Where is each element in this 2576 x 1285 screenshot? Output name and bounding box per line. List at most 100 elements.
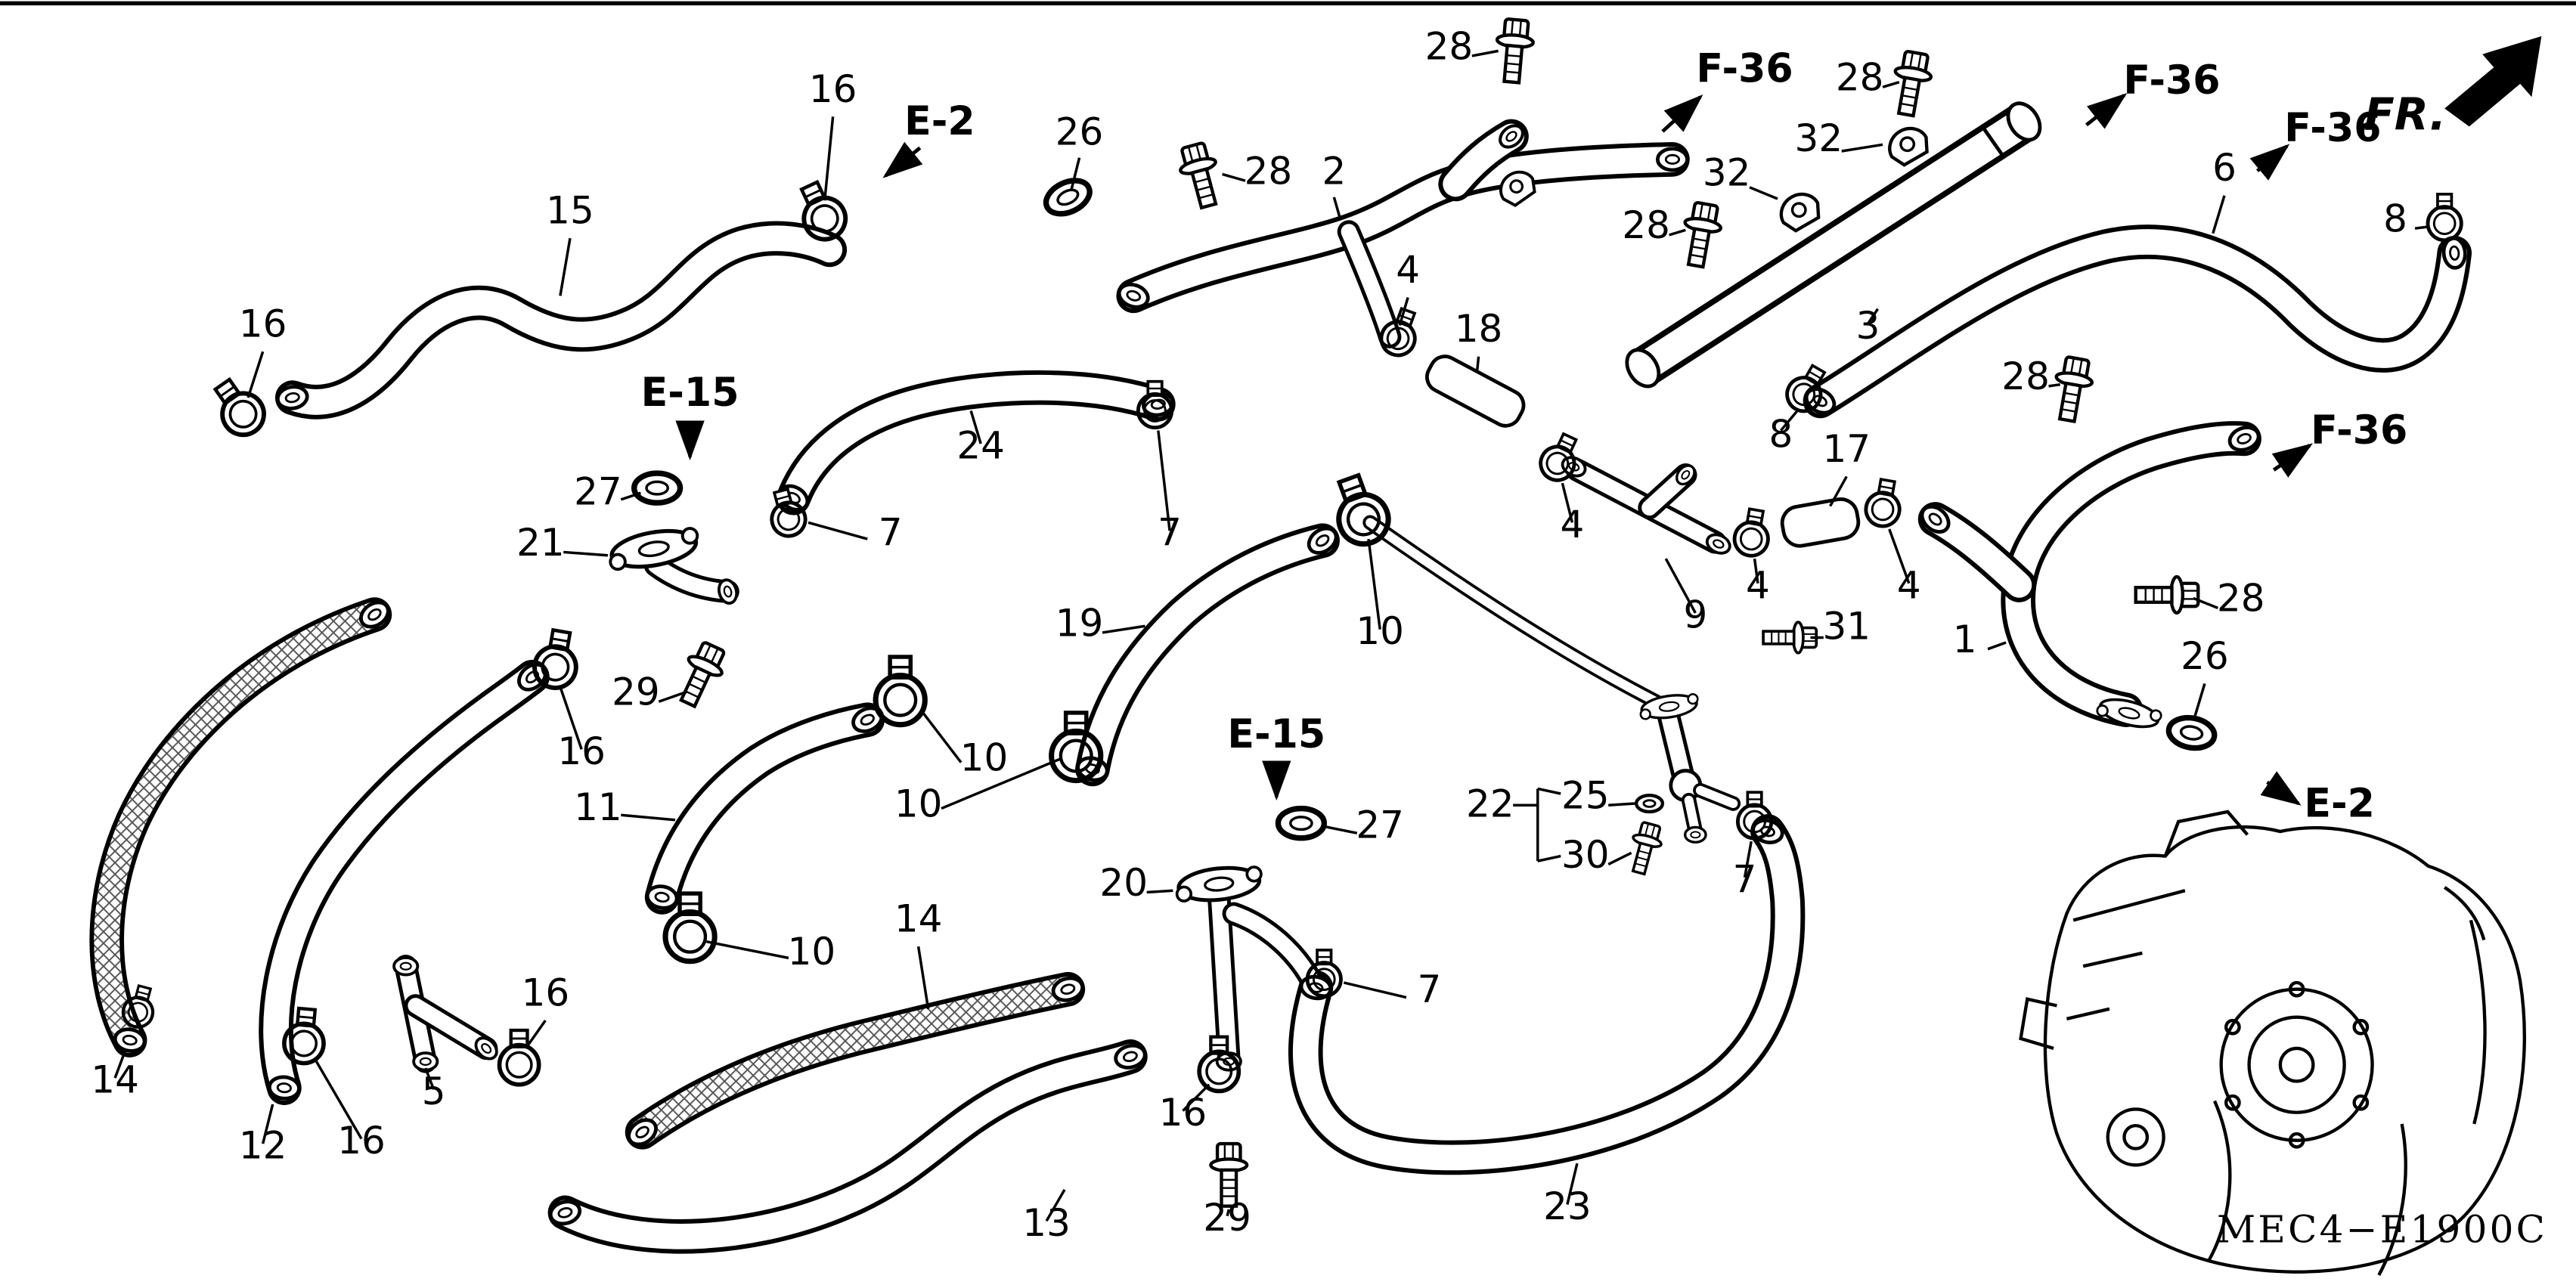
callout-leader <box>1743 841 1753 878</box>
part-number-label: 27 <box>1356 804 1404 847</box>
washer-icon <box>1636 795 1663 812</box>
callout-leader <box>705 940 789 960</box>
part-number-label: 31 <box>1822 605 1871 649</box>
reference-label: F-36 <box>1696 47 1793 92</box>
f36-arrow <box>2085 93 2128 129</box>
callout-leader <box>1471 49 1499 57</box>
part-number-label: 6 <box>2212 146 2237 190</box>
f36-arrow <box>2249 144 2290 181</box>
callout-leader <box>1182 1083 1211 1112</box>
water-joint-21 <box>606 525 739 603</box>
callout-leader <box>1343 981 1407 999</box>
t-joint-9 <box>1565 458 1727 554</box>
callout-leader <box>1882 81 1900 88</box>
flange-bolt-icon <box>2136 577 2199 613</box>
callout-leader <box>2193 596 2218 609</box>
hose-14-middle <box>625 971 1086 1150</box>
part-number-label: 21 <box>516 521 565 565</box>
part-number-label: 14 <box>91 1058 139 1102</box>
water-pipe-3 <box>1625 101 2042 389</box>
part-number-label: 25 <box>1561 774 1610 818</box>
callout-leader <box>808 521 868 540</box>
part-number-label: 22 <box>1466 782 1514 825</box>
f36-arrow <box>1661 94 1703 133</box>
part-number-label: 32 <box>1795 116 1843 160</box>
callout-leader <box>922 712 963 763</box>
hose-clamp-icon <box>532 628 582 692</box>
callout-leader <box>621 813 676 822</box>
callout-leader <box>1226 1209 1230 1217</box>
part-number-label: 28 <box>2001 355 2050 398</box>
part-number-label: 11 <box>574 785 622 829</box>
callout-leader <box>524 1019 547 1049</box>
part-number-label: 7 <box>1733 857 1757 901</box>
callout-leader <box>2193 683 2206 717</box>
callout-leader <box>1608 802 1635 807</box>
callout-leader <box>2414 225 2429 230</box>
engine-illustration <box>2019 810 2526 1276</box>
callout-leader <box>1475 356 1480 373</box>
hose-clamp-icon <box>876 657 925 725</box>
callout-leader <box>1753 558 1759 584</box>
hose-15 <box>274 221 848 420</box>
part-number-label: 7 <box>1158 511 1182 555</box>
callout-leader <box>2048 382 2060 388</box>
flange-bolt-icon <box>1762 621 1818 655</box>
hose-clamp-icon <box>1732 507 1773 559</box>
part-number-label: 28 <box>1425 24 1474 68</box>
joint-flange <box>1175 864 1263 904</box>
part-number-label: 4 <box>1897 563 1921 607</box>
part-number-label: 4 <box>1746 563 1770 607</box>
callout-leader <box>563 550 609 557</box>
part-number-label: 15 <box>546 189 594 233</box>
part-number-label: 26 <box>1056 110 1104 153</box>
fr-direction-arrow <box>2444 36 2542 127</box>
callout-leader <box>261 1104 274 1144</box>
hose-joint-18 <box>1425 355 1526 428</box>
water-pipe-22 <box>1362 515 1741 839</box>
callout-leader <box>559 686 583 750</box>
part-number-label: 20 <box>1099 861 1148 905</box>
callout-leader <box>1332 197 1342 221</box>
callout-leader <box>1841 143 1883 153</box>
hose-clamp-icon <box>206 373 272 443</box>
callout-leader <box>1398 296 1409 326</box>
part-number-label: 12 <box>239 1124 287 1168</box>
diagram-code-label: MEC4−E1900C <box>2217 1207 2547 1251</box>
part-number-label: 16 <box>337 1119 386 1163</box>
callout-leader <box>113 1051 126 1079</box>
part-number-label: 10 <box>894 782 943 825</box>
part-number-label: 26 <box>2181 634 2229 678</box>
callout-leader <box>1829 475 1848 507</box>
reference-label: F-36 <box>2123 58 2220 104</box>
part-number-label: 27 <box>574 469 622 513</box>
flange-bolt-icon <box>1175 141 1226 210</box>
part-number-label: 23 <box>1543 1184 1592 1228</box>
callout-leader <box>1888 528 1911 584</box>
part-number-label: 14 <box>894 897 943 941</box>
grommet-icon <box>1278 809 1324 838</box>
part-number-label: 7 <box>879 511 903 555</box>
callout-leader <box>1045 1189 1066 1222</box>
fr-label: FR. <box>2364 89 2447 141</box>
part-number-label: 4 <box>1396 248 1420 292</box>
part-number-label: 28 <box>1245 149 1293 193</box>
flange-bolt-icon <box>2049 355 2095 423</box>
callout-leader <box>941 757 1061 810</box>
reference-arrows <box>675 93 2313 806</box>
reference-label: F-36 <box>2284 106 2381 151</box>
callout-bracket <box>1513 787 1561 862</box>
callout-leader <box>1669 228 1686 237</box>
part-number-label: 18 <box>1455 307 1503 351</box>
callout-leader <box>1607 851 1632 866</box>
callout-leader <box>1146 889 1173 894</box>
part-number-label: 17 <box>1822 427 1871 471</box>
part-number-label: 32 <box>1703 151 1751 195</box>
callout-leader <box>1069 157 1081 191</box>
part-number-label: 24 <box>956 424 1005 468</box>
hose-11 <box>644 702 885 915</box>
part-number-label: 16 <box>239 302 287 346</box>
pipe-stay-icon <box>1775 187 1824 234</box>
